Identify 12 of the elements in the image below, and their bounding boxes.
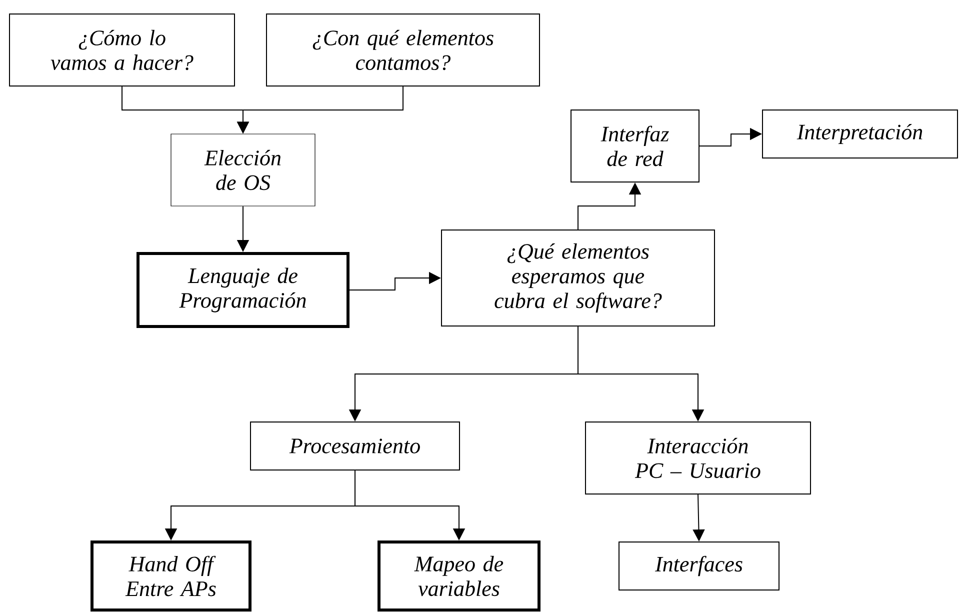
process-box: ¿Qué elementos esperamos que cubra el software? [441, 230, 715, 326]
process-box: ¿Con qué elementos contamos? [266, 14, 540, 86]
process-box: Interacción PC – Usuario [585, 422, 811, 494]
process-box: Hand Off Entre APs [90, 540, 252, 612]
process-box: Interpretación [762, 110, 958, 158]
process-box: Procesamiento [250, 422, 460, 470]
process-box: ¿Cómo lo vamos a hacer? [9, 14, 235, 86]
process-box: Interfaz de red [570, 110, 700, 182]
process-box: Mapeo de variables [378, 540, 540, 612]
process-box: Elección de OS [170, 134, 316, 206]
process-box: Interfaces [618, 542, 780, 590]
process-box: Lenguaje de Programación [136, 252, 350, 328]
